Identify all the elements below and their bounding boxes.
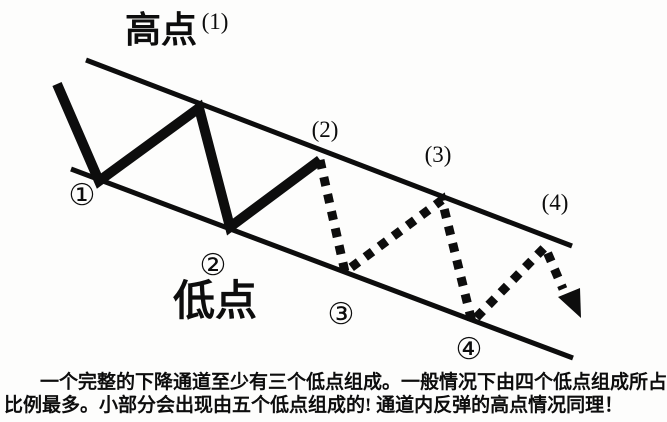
lower-channel-trendline xyxy=(70,166,574,361)
price-zigzag-dashed-projection xyxy=(315,159,568,331)
low-mark-3: ③ xyxy=(328,298,355,331)
high-mark-2: (2) xyxy=(312,117,339,142)
low-mark-1: ① xyxy=(69,179,96,212)
low-mark-2: ② xyxy=(200,249,227,282)
high-point-label: 高点 xyxy=(125,10,197,50)
high-point-sup-label: (1) xyxy=(202,9,229,34)
caption-line-2: 比例最多。小部分会出现由五个低点组成的! 通道内反弹的高点情况同理！ xyxy=(4,395,624,416)
high-mark-4: (4) xyxy=(542,190,569,215)
high-mark-3: (3) xyxy=(425,142,452,167)
caption-line-1: 一个完整的下降通道至少有三个低点组成。一般情况下由四个低点组成所占 xyxy=(40,372,667,393)
upper-channel-trendline xyxy=(85,57,573,249)
low-mark-4: ④ xyxy=(456,333,483,366)
price-zigzag-solid xyxy=(52,82,323,236)
down-right-arrowhead-icon xyxy=(558,288,581,318)
low-point-label: 低点 xyxy=(173,278,257,325)
